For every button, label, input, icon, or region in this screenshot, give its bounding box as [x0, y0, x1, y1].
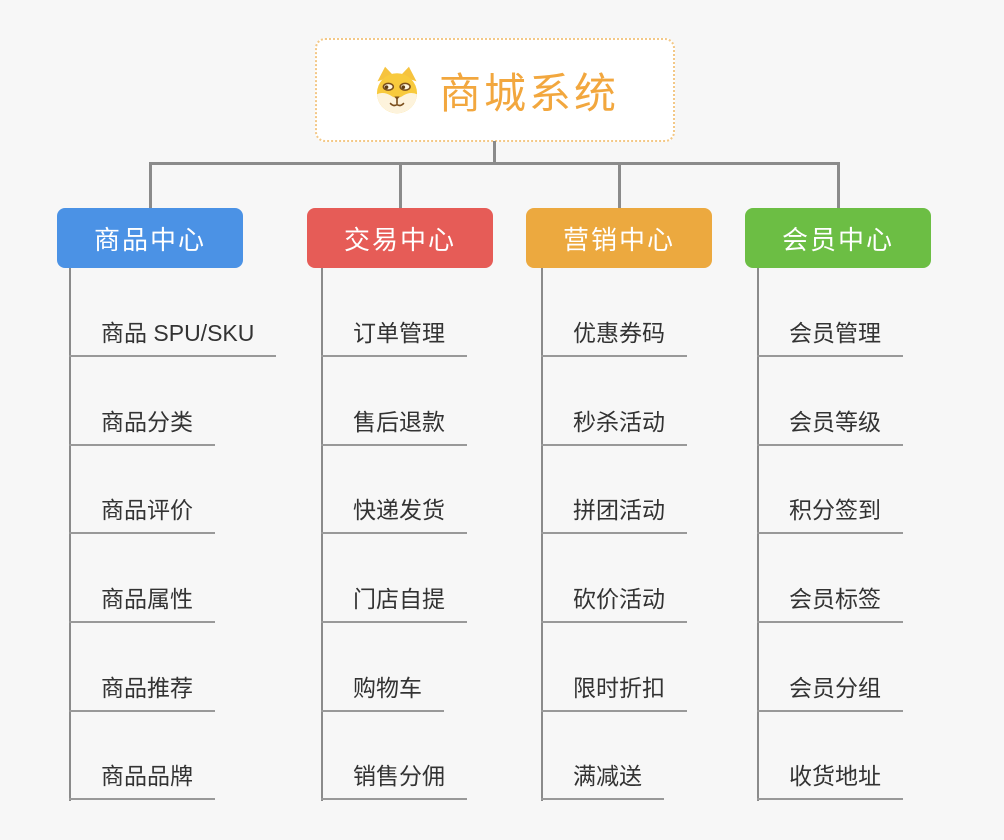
root-title: 商城系统 — [438, 69, 619, 117]
connector-bus — [149, 162, 839, 165]
leaf-item[interactable]: 秒杀活动 — [541, 409, 687, 446]
leaf-item[interactable]: 快递发货 — [321, 497, 467, 534]
connector-spine — [541, 268, 543, 801]
root-node[interactable]: 商城系统 — [315, 38, 675, 142]
connector-drop — [399, 162, 402, 208]
connector-spine — [757, 268, 759, 801]
leaf-item[interactable]: 满减送 — [541, 763, 664, 800]
leaf-item[interactable]: 商品评价 — [69, 497, 215, 534]
leaf-item[interactable]: 积分签到 — [757, 497, 903, 534]
leaf-item[interactable]: 商品属性 — [69, 586, 215, 623]
branch-node-marketing-center[interactable]: 营销中心 — [526, 208, 712, 268]
leaf-item[interactable]: 会员等级 — [757, 409, 903, 446]
branch-node-trade-center[interactable]: 交易中心 — [307, 208, 493, 268]
leaf-item[interactable]: 商品品牌 — [69, 763, 215, 800]
connector-spine — [321, 268, 323, 801]
connector-drop — [149, 162, 152, 208]
leaf-item[interactable]: 拼团活动 — [541, 497, 687, 534]
branch-label: 营销中心 — [562, 224, 675, 255]
branch-label: 会员中心 — [781, 224, 894, 255]
connector-spine — [69, 268, 71, 801]
leaf-item[interactable]: 会员分组 — [757, 675, 903, 712]
leaf-item[interactable]: 订单管理 — [321, 320, 467, 357]
branch-node-member-center[interactable]: 会员中心 — [745, 208, 931, 268]
connector-drop — [837, 162, 840, 208]
leaf-item[interactable]: 收货地址 — [757, 763, 903, 800]
leaf-item[interactable]: 砍价活动 — [541, 586, 687, 623]
connector-root-stem — [493, 141, 496, 164]
branch-label: 商品中心 — [93, 224, 206, 255]
leaf-item[interactable]: 门店自提 — [321, 586, 467, 623]
leaf-item[interactable]: 会员标签 — [757, 586, 903, 623]
leaf-item[interactable]: 商品推荐 — [69, 675, 215, 712]
doge-icon — [376, 66, 418, 114]
leaf-item[interactable]: 商品分类 — [69, 409, 215, 446]
leaf-item[interactable]: 商品 SPU/SKU — [69, 320, 277, 357]
branch-node-product-center[interactable]: 商品中心 — [57, 208, 243, 268]
leaf-item[interactable]: 售后退款 — [321, 409, 467, 446]
leaf-item[interactable]: 优惠券码 — [541, 320, 687, 357]
leaf-item[interactable]: 限时折扣 — [541, 675, 687, 712]
branch-label: 交易中心 — [343, 224, 456, 255]
leaf-item[interactable]: 购物车 — [321, 675, 444, 712]
leaf-item[interactable]: 销售分佣 — [321, 763, 467, 800]
connector-drop — [618, 162, 621, 208]
leaf-item[interactable]: 会员管理 — [757, 320, 903, 357]
